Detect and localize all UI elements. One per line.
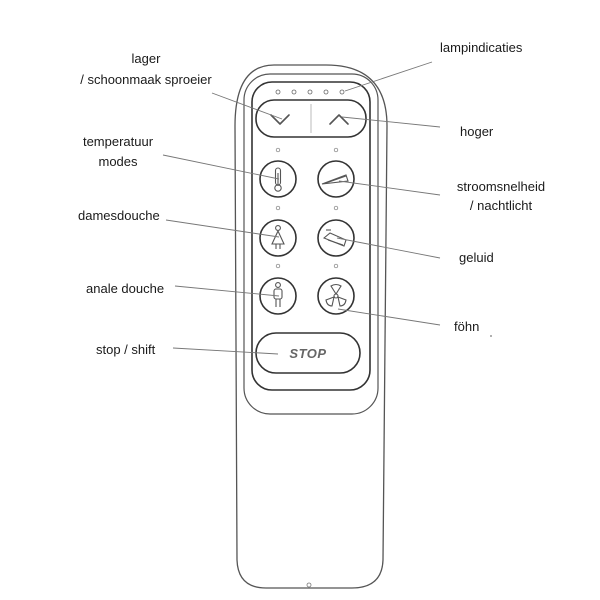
up-button[interactable] — [329, 114, 349, 125]
dryer-button[interactable] — [317, 277, 355, 315]
label-temperatuur-line1: temperatuur — [82, 134, 154, 149]
leader-lines — [162, 61, 441, 355]
label-lager: lager / schoonmaak sproeier — [76, 50, 216, 88]
indicator-lamp — [323, 89, 329, 95]
chevron-up-icon — [329, 114, 349, 125]
thermometer-icon — [274, 167, 282, 192]
label-lager-line1: lager — [131, 51, 161, 66]
label-temperatuur-line2: modes — [98, 154, 138, 169]
label-stroomsnelheid-line1: stroomsnelheid — [456, 179, 546, 194]
button-dots — [275, 147, 339, 269]
label-fohn: föhn — [454, 319, 480, 334]
leader-line-anale-douche — [174, 285, 280, 297]
down-button[interactable] — [270, 114, 290, 125]
water-flow-icon — [321, 174, 349, 185]
label-lager-line2: / schoonmaak sproeier — [80, 72, 212, 87]
stop-button-label: STOP — [289, 346, 326, 361]
lady-wash-icon — [271, 225, 285, 249]
leader-line-lampindicaties — [344, 61, 433, 92]
dryer-fan-icon — [325, 283, 347, 307]
indicator-lamp — [307, 89, 313, 95]
rear-wash-icon — [273, 282, 283, 307]
label-stop-shift: stop / shift — [96, 342, 156, 357]
lady-wash-button[interactable] — [259, 219, 297, 257]
leader-line-lager — [211, 92, 283, 120]
label-hoger: hoger — [460, 124, 494, 139]
label-stroomsnelheid-line2: / nachtlicht — [469, 198, 533, 213]
remote-bottom-notch — [306, 582, 312, 588]
label-temperatuur: temperatuur modes — [66, 133, 170, 170]
indicator-lamp — [291, 89, 297, 95]
leader-line-temperatuur — [162, 154, 280, 180]
leader-line-hoger — [341, 116, 441, 128]
chevron-down-icon — [270, 114, 290, 125]
stop-button[interactable]: STOP — [255, 332, 361, 374]
decorative-dot — [490, 335, 492, 337]
flow-button[interactable] — [317, 160, 355, 198]
label-stroomsnelheid: stroomsnelheid / nachtlicht — [446, 178, 556, 214]
indicator-lamps — [275, 89, 345, 95]
leader-line-geluid — [336, 237, 441, 259]
label-damesdouche: damesdouche — [78, 208, 160, 223]
leader-line-damesdouche — [165, 219, 280, 238]
indicator-lamp — [339, 89, 345, 95]
leader-line-stroomsnelheid — [338, 180, 441, 196]
leader-line-stop — [172, 347, 279, 355]
sound-button[interactable] — [317, 219, 355, 257]
label-geluid: geluid — [459, 250, 494, 265]
label-lampindicaties: lampindicaties — [440, 40, 523, 55]
leader-line-fohn — [337, 308, 441, 326]
indicator-lamp — [275, 89, 281, 95]
label-anale-douche: anale douche — [86, 281, 165, 296]
